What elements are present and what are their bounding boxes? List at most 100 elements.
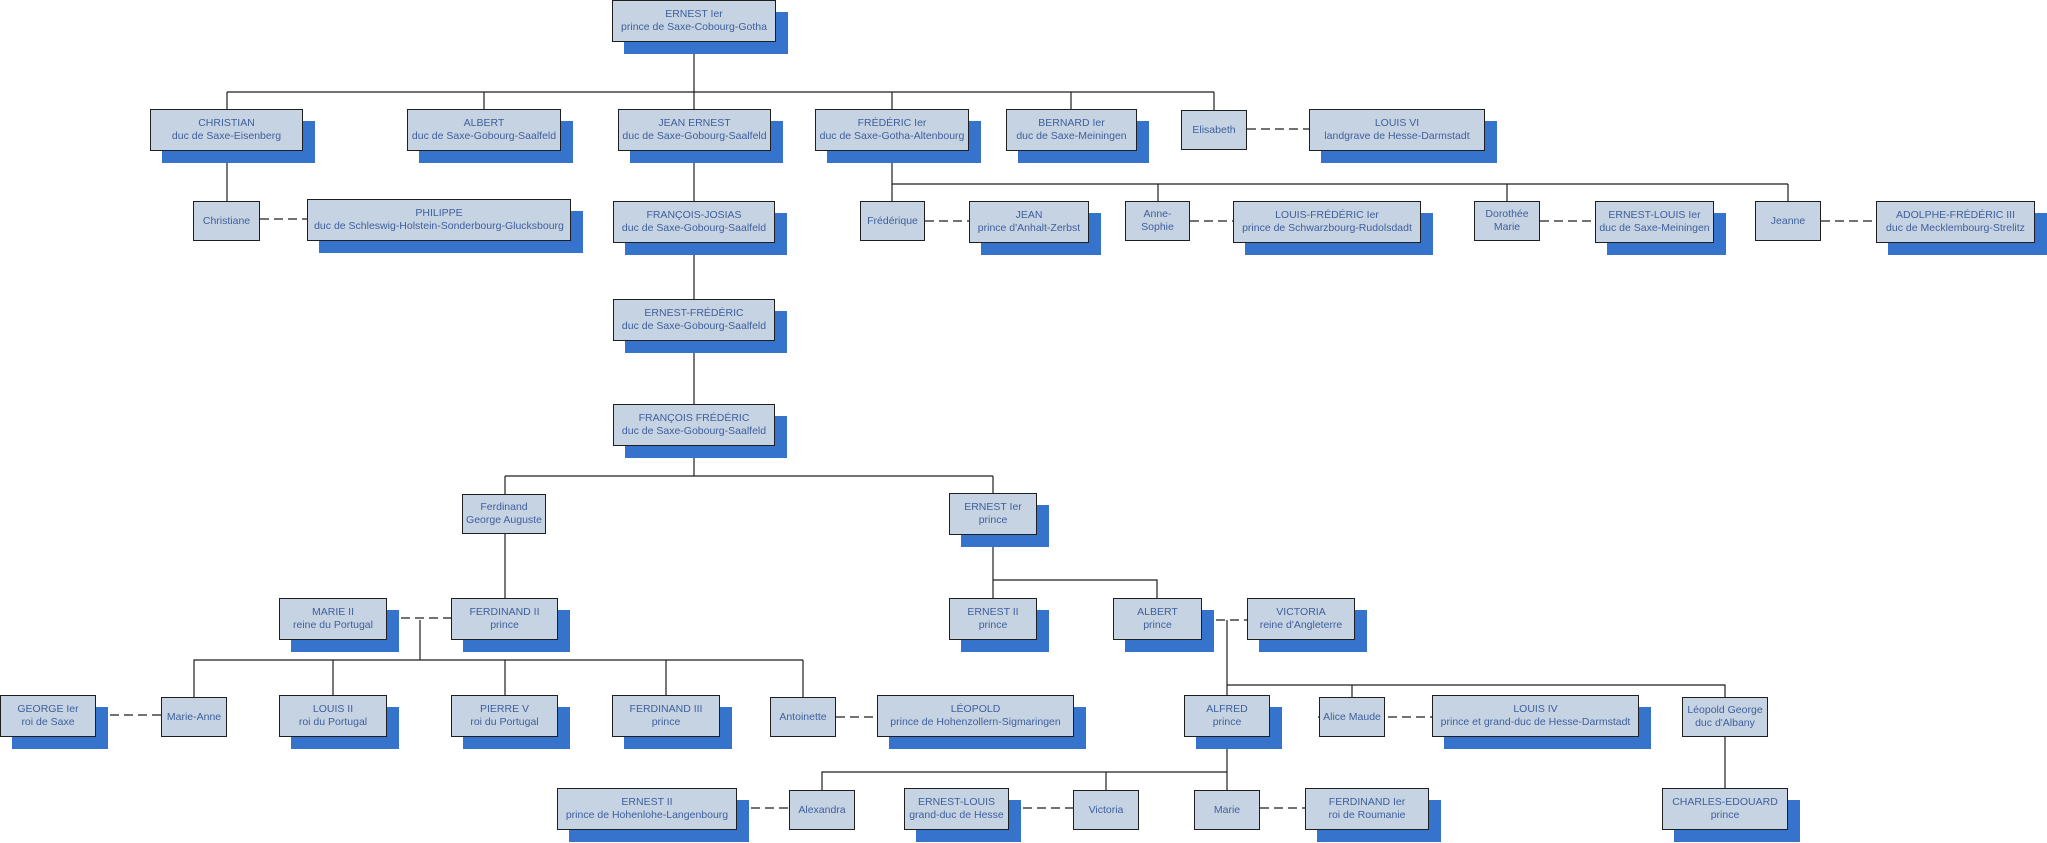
node-box: Victoria (1073, 790, 1139, 830)
node-title: Léopold George (1687, 704, 1763, 716)
node-box: Frédérique (860, 201, 925, 241)
node-box: Alexandra (789, 790, 855, 830)
node-title: Elisabeth (1192, 123, 1236, 136)
node-title: Dorothée (1485, 208, 1529, 220)
node-title: LOUIS-FRÉDÉRIC Ier (1275, 209, 1379, 221)
node-title: BERNARD Ier (1038, 117, 1105, 129)
node-subtitle: duc de Saxe-Gobourg-Saalfeld (621, 425, 767, 437)
node-title: PHILIPPE (415, 207, 463, 219)
node-subtitle: prince (1212, 716, 1242, 728)
node-subtitle: duc de Saxe-Gobourg-Saalfeld (621, 320, 767, 332)
node-title: FRÉDÉRIC Ier (857, 117, 927, 129)
node-title: ALBERT (1137, 606, 1178, 618)
node-title: ERNEST-FRÉDÉRIC (644, 307, 744, 319)
node-title: Victoria (1088, 803, 1124, 816)
person-alice-maude: Alice Maude (1319, 697, 1385, 737)
person-antoinette: Antoinette (770, 697, 836, 737)
person-alexandra: Alexandra (789, 790, 855, 830)
node-subtitle: prince de Hohenlohe-Langenbourg (565, 809, 729, 821)
person-elisabeth: Elisabeth (1181, 110, 1247, 150)
node-subtitle: prince de Schwarzbourg-Rudolsdadt (1242, 222, 1412, 234)
node-title: GEORGE Ier (17, 703, 79, 715)
node-subtitle: reine du Portugal (293, 619, 373, 631)
node-title: FRANÇOIS FRÉDÉRIC (638, 412, 750, 424)
node-subtitle: prince d'Anhalt-Zerbst (977, 222, 1081, 234)
node-title: JEAN ERNEST (658, 117, 731, 129)
node-subtitle: prince (978, 514, 1008, 526)
node-subtitle: duc de Saxe-Gobourg-Saalfeld (622, 130, 767, 142)
node-title: Frédérique (867, 214, 918, 227)
node-subtitle: prince (651, 716, 681, 728)
node-box: Elisabeth (1181, 110, 1247, 150)
node-title: FERDINAND III (629, 703, 703, 715)
person-frederique: Frédérique (860, 201, 925, 241)
node-box: Antoinette (770, 697, 836, 737)
node-title: LOUIS II (312, 703, 354, 715)
node-title: JEAN (1015, 209, 1043, 221)
node-title: Jeanne (1770, 214, 1806, 227)
node-title: LOUIS IV (1513, 703, 1558, 715)
node-subtitle: duc de Saxe-Gotha-Altenbourg (819, 130, 965, 142)
node-title: VICTORIA (1276, 606, 1326, 618)
node-box: Marie-Anne (161, 697, 227, 737)
person-jeanne: Jeanne (1755, 201, 1821, 241)
node-subtitle: duc de Mecklembourg-Strelitz (1886, 222, 2025, 234)
node-title: ERNEST II (621, 796, 673, 808)
node-title: ALFRED (1206, 703, 1248, 715)
node-subtitle: landgrave de Hesse-Darmstadt (1324, 130, 1470, 142)
node-title: ERNEST Ier (665, 8, 723, 20)
node-subtitle: Sophie (1141, 221, 1174, 233)
node-title: ERNEST II (967, 606, 1019, 618)
person-marie: Marie (1194, 790, 1260, 830)
node-title: ERNEST-LOUIS (917, 796, 996, 808)
node-subtitle: reine d'Angleterre (1259, 619, 1343, 631)
node-subtitle: duc de Saxe-Eisenberg (171, 130, 282, 142)
node-subtitle: roi du Portugal (470, 716, 539, 728)
node-title: CHRISTIAN (198, 117, 255, 129)
node-title: CHARLES-EDOUARD (1672, 796, 1778, 808)
node-box: Jeanne (1755, 201, 1821, 241)
node-title: ADOLPHE-FRÉDÉRIC III (1895, 209, 2016, 221)
node-subtitle: George Auguste (466, 514, 542, 526)
node-title: ALBERT (463, 117, 505, 129)
node-subtitle: duc de Saxe-Meiningen (1599, 222, 1710, 234)
node-subtitle: duc de Schleswig-Holstein-Sonderbourg-Gl… (314, 220, 564, 232)
